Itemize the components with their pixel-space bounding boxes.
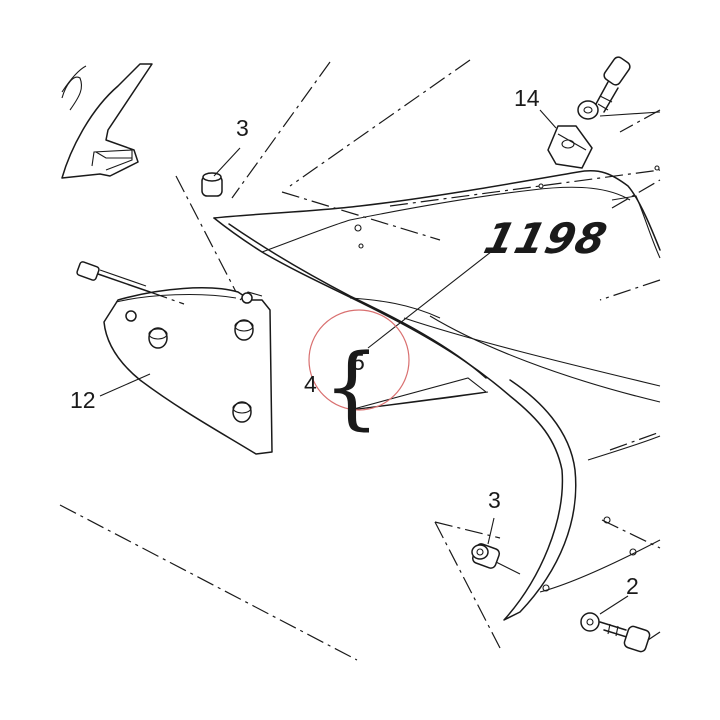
bottom-screw — [580, 612, 661, 653]
clip-nut — [547, 125, 593, 169]
callout-2: 2 — [626, 573, 639, 599]
spacer-top — [201, 172, 223, 197]
side-bracket-plate — [103, 287, 273, 455]
bracket-bolt — [76, 261, 185, 305]
leader-lines — [99, 109, 661, 615]
spacer-bottom — [471, 543, 501, 569]
upper-left-bracket — [61, 63, 153, 179]
callout-12: 12 — [70, 387, 96, 413]
fairing-panel — [213, 165, 661, 621]
fairing-logo-text: 1198 — [479, 215, 612, 264]
callout-14: 14 — [514, 85, 540, 111]
callout-4: 4 — [304, 371, 317, 397]
callout-3-top: 3 — [236, 115, 249, 141]
top-screw — [577, 56, 631, 120]
highlight-circle — [308, 309, 410, 411]
callout-3-bottom: 3 — [488, 487, 501, 513]
callout-5: 5 — [352, 349, 365, 375]
group-brace: { — [323, 335, 380, 440]
